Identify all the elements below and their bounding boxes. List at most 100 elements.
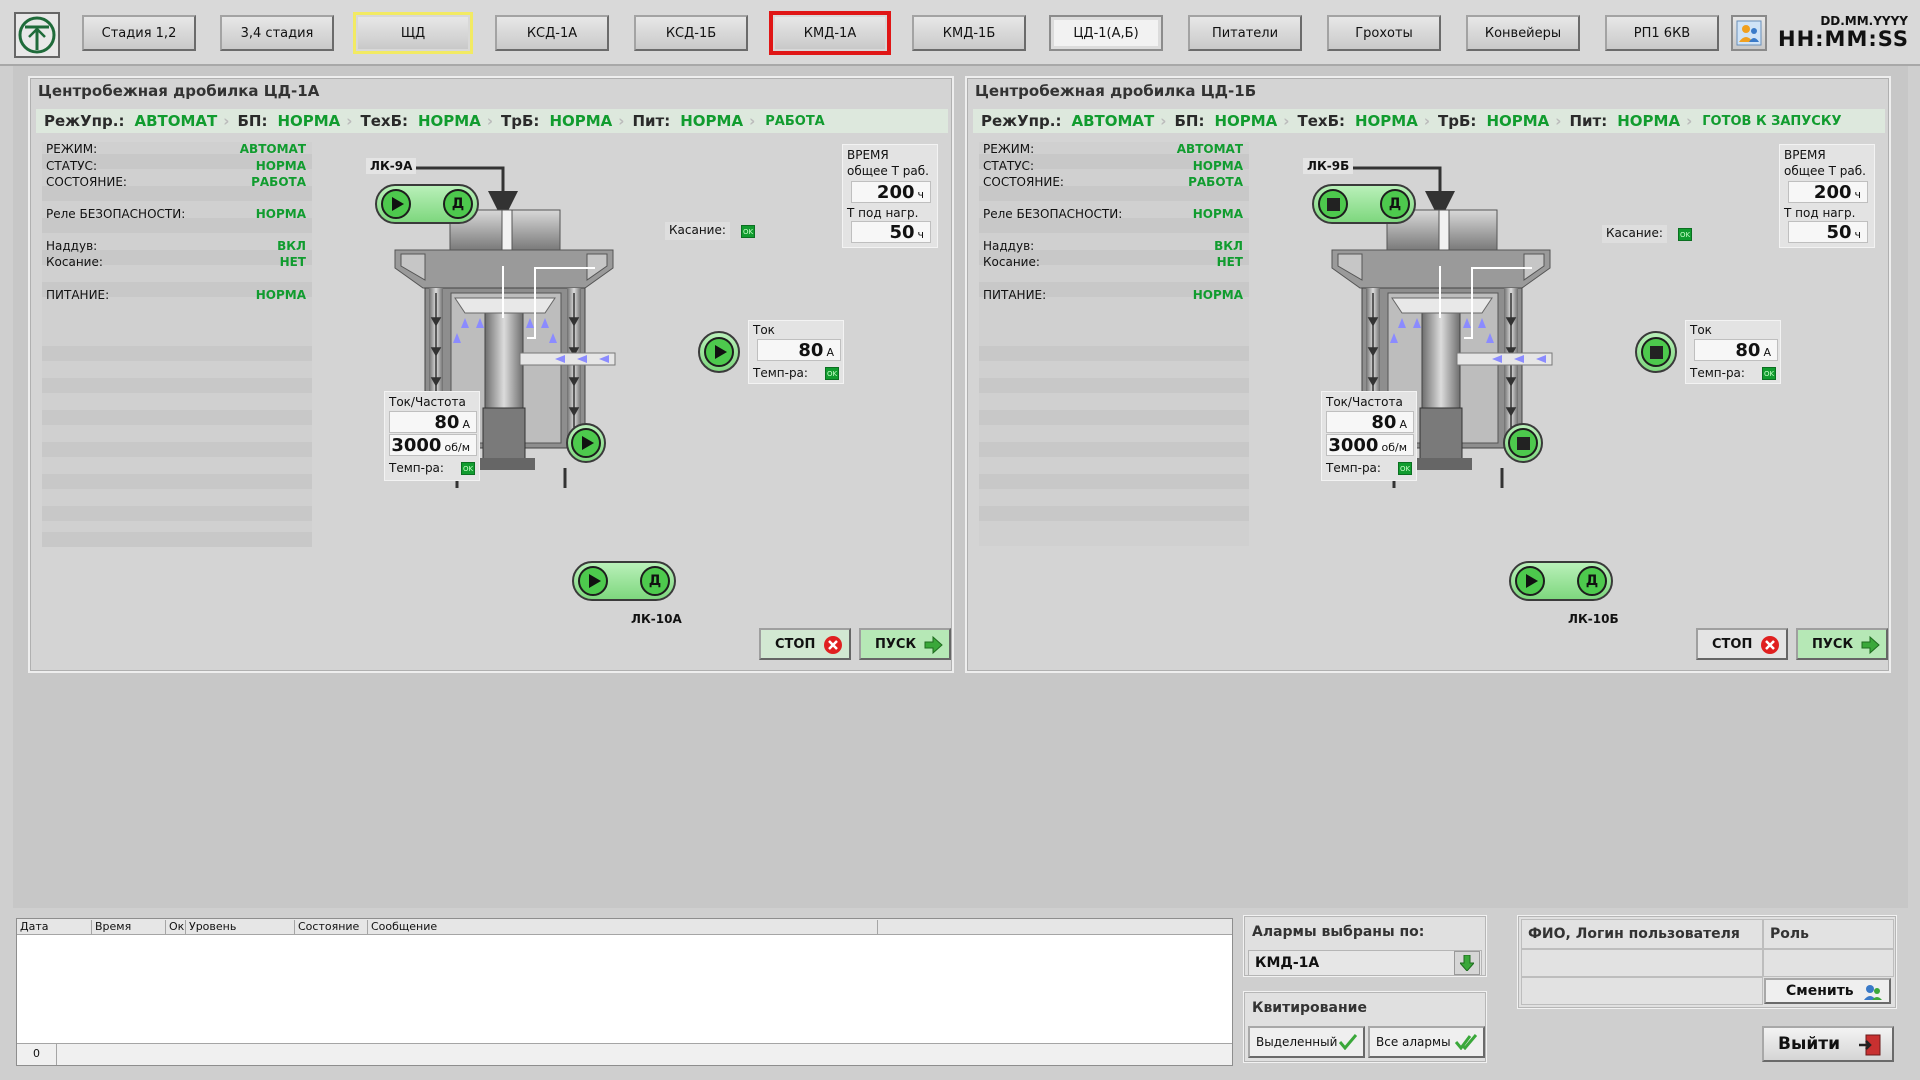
separator-icon: › <box>1283 112 1290 130</box>
state-value: ГОТОВ К ЗАПУСКУ <box>1702 113 1842 129</box>
info-row-safety-relay: Реле БЕЗОПАСНОСТИ:НОРМА <box>46 207 306 221</box>
change-user-button[interactable]: Сменить <box>1764 978 1891 1004</box>
bottom-gate-pump[interactable]: Д <box>1509 561 1613 601</box>
top-gate-pump[interactable]: Д <box>375 184 479 224</box>
oil-pump[interactable] <box>1635 331 1677 373</box>
exit-button[interactable]: Выйти <box>1762 1026 1894 1062</box>
motor-temp-ok-badge: OK <box>461 462 475 475</box>
top-gate-pump[interactable]: Д <box>1312 184 1416 224</box>
tab-ksd-1a[interactable]: КСД-1А <box>495 15 609 51</box>
main-motor[interactable] <box>1503 423 1543 463</box>
runtime-load-label: Т под нагр. <box>1784 206 1856 220</box>
separator-icon: › <box>1686 112 1693 130</box>
oil-current-label: Ток <box>1690 323 1712 337</box>
tab-kmd-1b[interactable]: КМД-1Б <box>912 15 1026 51</box>
double-check-icon <box>1455 1034 1477 1050</box>
runtime-load-label: Т под нагр. <box>847 206 919 220</box>
users-icon <box>1736 20 1762 46</box>
col-state[interactable]: Состояние <box>295 920 368 934</box>
d-indicator: Д <box>1380 189 1410 219</box>
tab-conveyors[interactable]: Конвейеры <box>1466 15 1580 51</box>
tab-feeders[interactable]: Питатели <box>1188 15 1302 51</box>
info-row-status: СТАТУС:НОРМА <box>983 159 1243 173</box>
d-indicator: Д <box>443 189 473 219</box>
stop-button[interactable]: СТОП <box>759 628 851 660</box>
oil-pump[interactable] <box>698 331 740 373</box>
dropdown-arrow-icon[interactable] <box>1454 951 1480 975</box>
pit-label: Пит: <box>1569 112 1608 130</box>
info-row-mode: РЕЖИМ:АВТОМАТ <box>46 142 306 156</box>
info-block: РЕЖИМ:АВТОМАТ СТАТУС:НОРМА СОСТОЯНИЕ:РАБ… <box>979 142 1249 546</box>
pit-value: НОРМА <box>1617 112 1681 130</box>
stop-button[interactable]: СТОП <box>1696 628 1788 660</box>
crusher-panel-b: Центробежная дробилка ЦД-1Б РежУпр.: АВТ… <box>965 76 1891 673</box>
trb-value: НОРМА <box>1486 112 1550 130</box>
panel-title: Центробежная дробилка ЦД-1А <box>38 82 320 100</box>
main-motor[interactable] <box>566 423 606 463</box>
stop-square-icon <box>1318 189 1348 219</box>
alarm-table[interactable]: Дата Время Ок Уровень Состояние Сообщени… <box>16 918 1233 1066</box>
info-row-state: СОСТОЯНИЕ:РАБОТА <box>46 175 306 189</box>
lk-bottom-label: ЛК-10Б <box>1568 612 1619 626</box>
col-message[interactable]: Сообщение <box>368 920 878 934</box>
d-indicator: Д <box>640 566 670 596</box>
separator-icon: › <box>749 112 756 130</box>
motor-temp-label: Темп-ра: <box>1326 461 1381 475</box>
info-row-status: СТАТУС:НОРМА <box>46 159 306 173</box>
mode-label: РежУпр.: <box>44 112 125 130</box>
runtime-total-label: общее Т раб. <box>847 164 929 178</box>
start-button[interactable]: ПУСК <box>859 628 951 660</box>
play-icon <box>1515 566 1545 596</box>
bp-label: БП: <box>237 112 268 130</box>
clock-time: HH:MM:SS <box>1778 27 1910 51</box>
tab-cd-1[interactable]: ЦД-1(А,Б) <box>1049 15 1163 51</box>
col-time[interactable]: Время <box>92 920 166 934</box>
mode-value: АВТОМАТ <box>1071 112 1155 130</box>
ack-title: Квитирование <box>1252 1000 1367 1016</box>
start-button[interactable]: ПУСК <box>1796 628 1888 660</box>
pit-label: Пит: <box>632 112 671 130</box>
col-level[interactable]: Уровень <box>186 920 295 934</box>
motor-temp-label: Темп-ра: <box>389 461 444 475</box>
techb-value: НОРМА <box>1355 112 1418 130</box>
user-role-cell <box>1763 949 1894 977</box>
play-icon <box>704 337 734 367</box>
tab-screens[interactable]: Грохоты <box>1327 15 1441 51</box>
col-ok[interactable]: Ок <box>166 920 186 934</box>
alarm-filter-select[interactable]: КМД-1А <box>1248 950 1482 976</box>
tab-stage-3-4[interactable]: 3,4 стадия <box>220 15 334 51</box>
info-row-blower: Наддув:ВКЛ <box>46 239 306 253</box>
alarm-table-footer: 0 <box>17 1043 1232 1065</box>
play-icon <box>381 189 411 219</box>
user-name-cell <box>1521 949 1763 977</box>
runtime-header: ВРЕМЯ <box>847 148 889 162</box>
info-block: РЕЖИМ:АВТОМАТ СТАТУС:НОРМА СОСТОЯНИЕ:РАБ… <box>42 142 312 547</box>
ack-selected-button[interactable]: Выделенный <box>1248 1026 1365 1058</box>
d-indicator: Д <box>1577 566 1607 596</box>
tab-shd[interactable]: ЩД <box>356 15 470 51</box>
tab-kmd-1a[interactable]: КМД-1А <box>773 15 887 51</box>
tab-rp1-6kv[interactable]: РП1 6КВ <box>1605 15 1719 51</box>
separator-icon: › <box>346 112 353 130</box>
tab-stage-1-2[interactable]: Стадия 1,2 <box>82 15 196 51</box>
techb-label: ТехБ: <box>1297 112 1345 130</box>
col-date[interactable]: Дата <box>17 920 92 934</box>
info-row-mode: РЕЖИМ:АВТОМАТ <box>983 142 1243 156</box>
tab-ksd-1b[interactable]: КСД-1Б <box>634 15 748 51</box>
ack-all-button[interactable]: Все алармы <box>1368 1026 1485 1058</box>
user-settings-button[interactable] <box>1731 15 1767 51</box>
alarm-filter-group: Алармы выбраны по: КМД-1А <box>1243 915 1487 977</box>
oil-temp-ok-badge: OK <box>825 367 839 380</box>
bottom-gate-pump[interactable]: Д <box>572 561 676 601</box>
bp-label: БП: <box>1174 112 1205 130</box>
arrow-right-icon <box>924 635 943 655</box>
info-row-power: ПИТАНИЕ:НОРМА <box>46 288 306 302</box>
separator-icon: › <box>618 112 625 130</box>
